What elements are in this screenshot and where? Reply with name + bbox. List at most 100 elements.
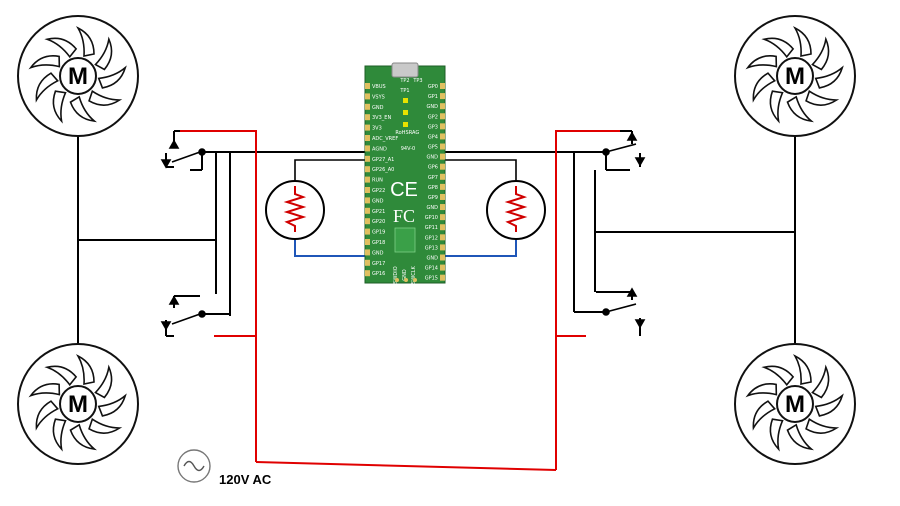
pin-label: RUN	[372, 178, 383, 184]
board-pin	[440, 133, 445, 140]
pin-label: GP22	[372, 188, 385, 194]
board-pin	[440, 173, 445, 180]
board-pin	[440, 274, 445, 281]
pin-label: ADC_VREF	[372, 136, 398, 142]
pin-label: 3V3	[372, 126, 382, 132]
pin-label: GP19	[372, 230, 385, 236]
motor-label: M	[68, 391, 88, 418]
ce-mark: CE	[390, 179, 418, 201]
pin-label: 3V3_EN	[372, 115, 391, 121]
board-pins-right: GP0GP1GNDGP2GP3GP4GP5GNDGP6GP7GP8GP9GNDG…	[425, 83, 445, 282]
fan-blades-icon	[28, 354, 127, 452]
pin-label: GND	[372, 250, 384, 256]
board-pin	[365, 83, 370, 89]
pin-label-bottom: SWDIO	[393, 266, 399, 283]
board-pin	[365, 176, 370, 183]
debug-pad	[413, 278, 417, 282]
board-pin	[365, 103, 370, 110]
board-pin	[365, 145, 370, 152]
pin-label: GP0	[428, 84, 438, 90]
fc-mark: FC	[393, 206, 415, 226]
pin-label: GP1	[428, 94, 438, 100]
board-top-text: TP2	[399, 78, 409, 84]
pin-label: GP7	[428, 175, 438, 181]
thermistor-left	[265, 180, 325, 240]
rohs-mark: RoHS	[395, 130, 408, 136]
sensor-black-leads	[294, 159, 517, 186]
board-pin	[440, 183, 445, 190]
fan-blades-icon	[28, 26, 127, 124]
ac-source-symbol	[177, 449, 211, 483]
rag-mark: RAG	[409, 130, 420, 136]
board-pin	[440, 103, 445, 110]
pico-board: VBUSVSYSGND3V3_EN3V3ADC_VREFAGNDGP27_A1G…	[364, 62, 446, 284]
pin-label: GP6	[428, 165, 438, 171]
fan-motor: M	[734, 15, 856, 137]
pin-label: GND	[372, 105, 384, 111]
board-chip-pad	[394, 227, 416, 253]
board-pin	[365, 187, 370, 193]
board-pin	[440, 143, 445, 150]
thermistor-right	[486, 180, 546, 240]
pin-label: GP4	[428, 134, 438, 140]
pin-label: GP11	[425, 225, 438, 231]
board-pin	[365, 270, 370, 277]
pin-label: GND	[372, 198, 384, 204]
board-pin	[440, 163, 445, 170]
pin-label: GP15	[425, 276, 438, 282]
board-pin	[365, 228, 370, 235]
board-pin	[365, 249, 370, 256]
debug-pad	[404, 278, 408, 282]
board-pins-left: VBUSVSYSGND3V3_EN3V3ADC_VREFAGNDGP27_A1G…	[365, 83, 398, 277]
pin-label: GND	[427, 104, 439, 110]
relay-switches	[160, 131, 646, 331]
board-pin	[440, 224, 445, 231]
board-pin	[440, 264, 445, 271]
fan-motor: M	[17, 343, 139, 465]
board-pin	[365, 239, 370, 245]
board-pin	[365, 197, 370, 204]
board-pin	[440, 234, 445, 241]
board-pin	[365, 124, 370, 131]
pin-label: GP2	[428, 114, 438, 120]
board-pin	[365, 218, 370, 225]
debug-pad	[395, 278, 399, 282]
fan-motor: M	[17, 15, 139, 137]
board-pin	[440, 254, 445, 261]
board-pin	[440, 83, 445, 89]
pin-label: GP27_A1	[372, 157, 394, 163]
pin-label: GP26_A0	[372, 167, 394, 173]
pin-label: GND	[427, 205, 439, 211]
pin-label: AGND	[372, 146, 387, 152]
board-pin	[365, 166, 370, 173]
board-pin	[365, 259, 370, 266]
pin-label: GP12	[425, 235, 438, 241]
board-pin	[440, 214, 445, 221]
test-point	[403, 122, 408, 127]
board-pin	[365, 114, 370, 121]
fan-blades-icon	[745, 26, 844, 124]
board-pin	[365, 155, 370, 162]
board-top-text: TP3	[412, 78, 422, 84]
pin-label: VBUS	[372, 84, 386, 90]
board-pin	[365, 93, 370, 100]
pin-label: GP10	[425, 215, 438, 221]
ac-wires	[180, 130, 620, 471]
pin-label-bottom: SWCLK	[411, 265, 417, 283]
pin-label: GP17	[372, 261, 385, 267]
pin-label: GP21	[372, 209, 385, 215]
board-pin	[440, 153, 445, 160]
board-pin	[440, 93, 445, 100]
pin-label: GND	[427, 155, 439, 161]
pin-label: GP5	[428, 145, 438, 151]
board-pin	[440, 244, 445, 251]
pin-label: GP8	[428, 185, 438, 191]
pin-label: GP14	[425, 266, 438, 272]
rating-mark: 94V-0	[401, 146, 415, 152]
pin-label: GP13	[425, 245, 438, 251]
board-pin	[440, 113, 445, 120]
motor-label: M	[68, 63, 88, 90]
board-pin	[365, 135, 370, 141]
test-point	[403, 110, 408, 115]
pin-label: GP20	[372, 219, 385, 225]
